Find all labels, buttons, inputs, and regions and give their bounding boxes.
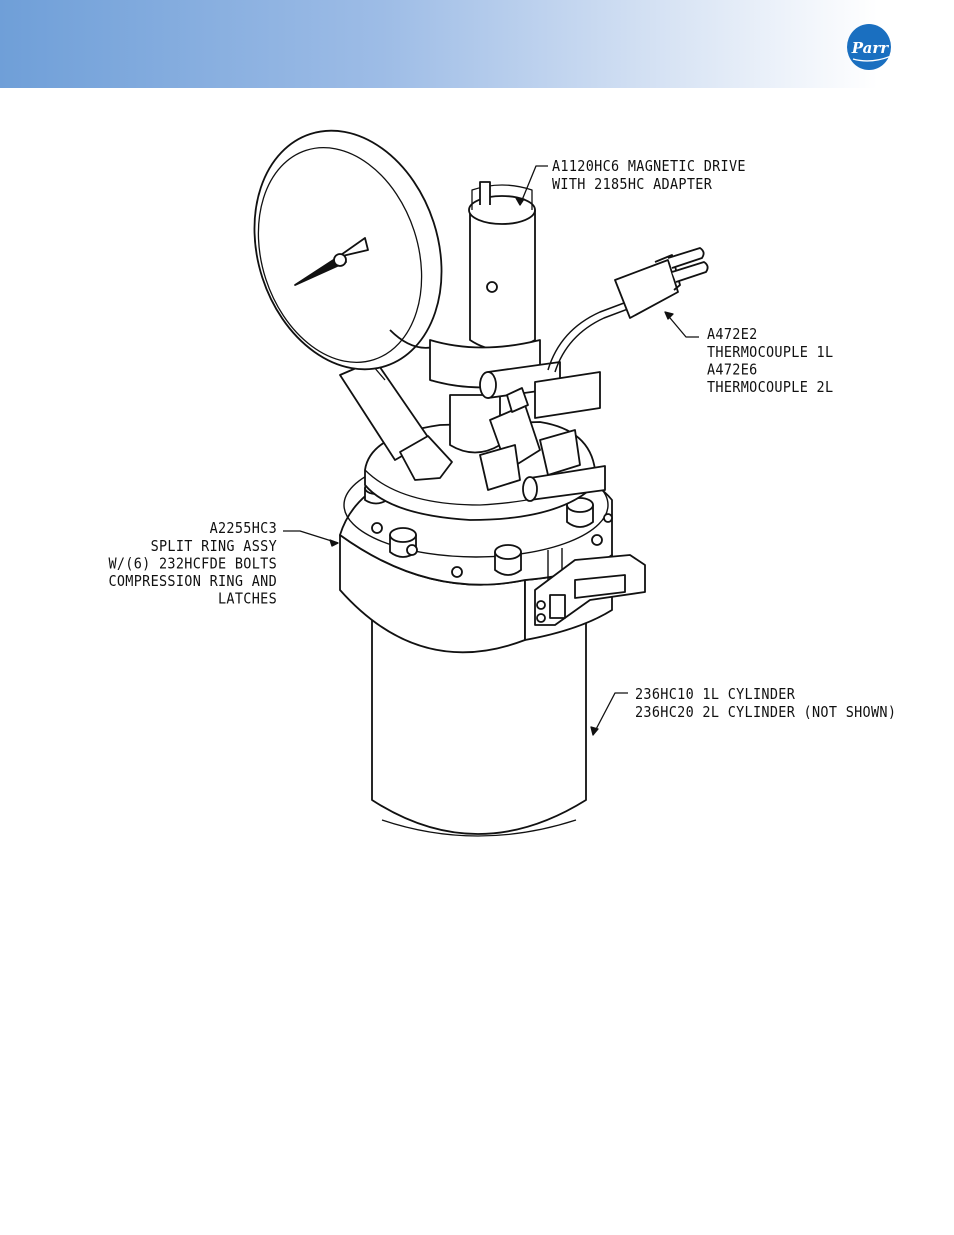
callout-line: 236HC20 2L CYLINDER (NOT SHOWN)	[635, 704, 896, 722]
magnetic-drive	[430, 182, 540, 388]
callout-line: LATCHES	[94, 590, 277, 608]
callout-line: A472E2	[707, 326, 833, 344]
callout-line: COMPRESSION RING AND	[94, 573, 277, 591]
callout-line: A472E6	[707, 361, 833, 379]
callout-line: THERMOCOUPLE 2L	[707, 379, 833, 397]
callout-line: WITH 2185HC ADAPTER	[552, 176, 746, 194]
callout-line: A1120HC6 MAGNETIC DRIVE	[552, 158, 746, 176]
callout-line: W/(6) 232HCFDE BOLTS	[94, 555, 277, 573]
callout-line: 236HC10 1L CYLINDER	[635, 686, 896, 704]
callout-line: A2255HC3	[94, 520, 277, 538]
thermocouple	[548, 248, 708, 372]
callout-line: THERMOCOUPLE 1L	[707, 344, 833, 362]
callout-line: SPLIT RING ASSY	[94, 538, 277, 556]
